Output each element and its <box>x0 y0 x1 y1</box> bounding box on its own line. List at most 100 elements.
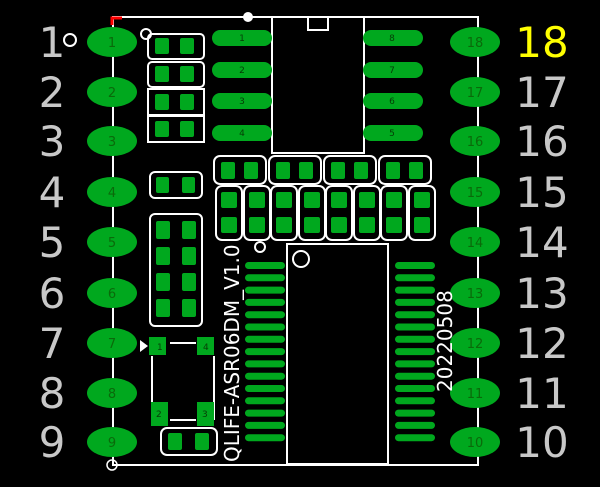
res-outline <box>268 155 322 185</box>
left-pin-number: 3 <box>39 117 66 166</box>
ic-pad-left-label: 4 <box>239 129 245 139</box>
main-ic-pad-right <box>395 335 435 343</box>
right-pin-number: 16 <box>515 117 568 166</box>
right-pin-number: 10 <box>515 418 568 467</box>
main-ic-pad-left <box>245 397 285 405</box>
smd-pad <box>221 162 235 179</box>
smd-pad <box>276 162 290 179</box>
res-outline <box>215 185 243 241</box>
mounting-hole-small <box>140 28 152 40</box>
smd-pad <box>299 162 313 179</box>
edge-pad-left-label: 5 <box>108 236 116 251</box>
smd-pad <box>180 94 194 110</box>
smd-pad <box>331 192 347 208</box>
sot-pad-4 <box>197 337 214 355</box>
smd-pad <box>156 247 170 265</box>
main-ic-pad-left <box>245 409 285 417</box>
smd-pad <box>221 217 237 233</box>
top-ic-body <box>271 16 365 154</box>
main-ic-pad-right <box>395 348 435 356</box>
edge-pad-left <box>87 427 137 457</box>
ic-pad-right-label: 8 <box>389 34 395 44</box>
main-ic-pad-left <box>245 372 285 380</box>
smd-pad <box>386 192 402 208</box>
main-ic-pad-left <box>245 385 285 392</box>
mounting-hole-left <box>63 33 77 47</box>
edge-pad-right <box>450 278 500 308</box>
smd-pad <box>180 121 194 137</box>
main-ic-pad-right <box>395 274 435 282</box>
sot-label-4: 4 <box>203 343 209 353</box>
right-pin-number: 14 <box>515 218 568 267</box>
top-left-components <box>140 28 205 143</box>
edge-pad-left <box>87 227 137 257</box>
smd-pad <box>331 217 347 233</box>
main-ic-pad-left <box>245 335 285 343</box>
cap-outline-5 <box>149 171 203 199</box>
left-passives <box>149 171 203 327</box>
ic-pad-left-label: 2 <box>239 66 245 76</box>
edge-pad-left <box>87 177 137 207</box>
smd-pad <box>182 273 196 291</box>
main-ic-pad-right <box>395 397 435 405</box>
main-ic-pad-left <box>245 262 285 269</box>
main-ic-pad-right <box>395 286 435 294</box>
main-ic-pin1-dot <box>292 250 310 268</box>
main-ic-pad-left <box>245 323 285 331</box>
smd-pad <box>155 121 169 137</box>
cap-outline-2 <box>147 61 205 88</box>
edge-pad-right <box>450 126 500 156</box>
main-ic-pad-left <box>245 274 285 282</box>
smd-pad <box>304 217 320 233</box>
sot-outline <box>151 342 215 421</box>
right-pin-number: 13 <box>515 269 568 318</box>
edge-pad-left-label: 6 <box>108 287 116 302</box>
main-ic-pad-right <box>395 434 435 442</box>
edge-pad-right <box>450 177 500 207</box>
smd-pad <box>195 433 209 450</box>
smd-pad <box>386 162 400 179</box>
smd-pad <box>249 217 265 233</box>
edge-pad-left-label: 2 <box>108 86 116 101</box>
edge-pad-right-label: 11 <box>467 387 484 402</box>
ic-pad-left <box>212 30 272 46</box>
ic-pad-right <box>363 30 423 46</box>
smd-pad <box>304 192 320 208</box>
smd-pad <box>155 38 169 54</box>
top-ic-notch <box>307 17 329 31</box>
board-name-label: QLIFE-ASR06DM_V1.0 <box>220 244 244 462</box>
sot-pad-2 <box>151 402 168 426</box>
smd-pad <box>156 221 170 239</box>
main-ic-pad-left <box>245 298 285 306</box>
edge-pad-left <box>87 77 137 107</box>
left-pin-number: 2 <box>39 68 66 117</box>
right-pin-number: 12 <box>515 319 568 368</box>
ic-pad-right-label: 5 <box>389 129 395 139</box>
edge-pad-right <box>450 227 500 257</box>
right-pin-number: 11 <box>515 369 568 418</box>
smd-pad <box>249 192 265 208</box>
smd-pad <box>156 299 170 317</box>
ic-pad-left <box>212 125 272 141</box>
smd-pad <box>182 247 196 265</box>
smd-pad <box>182 221 196 239</box>
edge-pad-left-label: 3 <box>108 135 116 150</box>
smd-pad <box>359 192 375 208</box>
main-ic <box>245 243 435 465</box>
main-ic-pad-left <box>245 311 285 319</box>
smd-pad <box>156 177 169 193</box>
smd-pad <box>409 162 423 179</box>
main-ic-pad-right <box>395 385 435 392</box>
right-pin-number: 17 <box>515 68 568 117</box>
main-ic-pad-right <box>395 372 435 380</box>
smd-pad <box>386 217 402 233</box>
resistor-array <box>213 155 436 241</box>
sot-pin1-triangle <box>140 340 148 352</box>
